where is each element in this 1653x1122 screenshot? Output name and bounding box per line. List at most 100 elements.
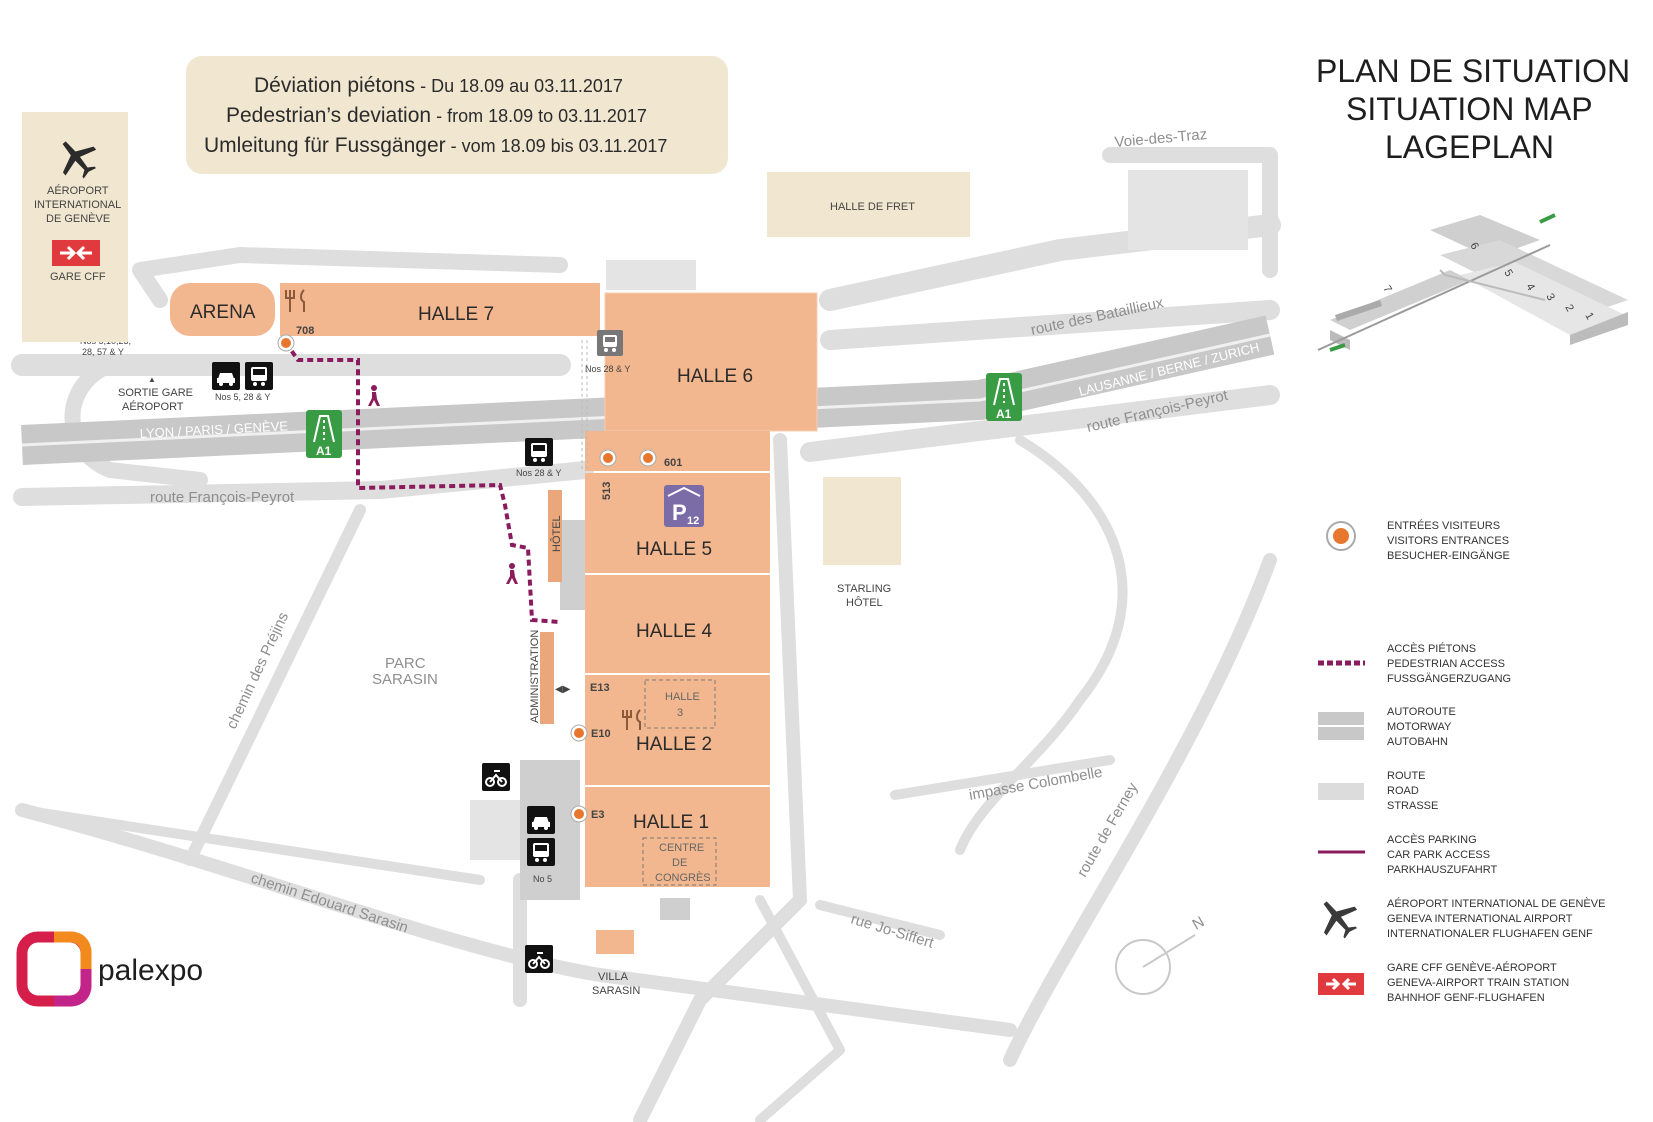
road-diagonal-west xyxy=(17,805,485,885)
banner-line-1: Déviation piétons - Du 18.09 au 03.11.20… xyxy=(254,74,623,97)
label-halle-5: HALLE 5 xyxy=(636,539,712,560)
airport-label-1: AÉROPORT xyxy=(47,184,109,197)
entrance-e10[interactable] xyxy=(570,724,588,742)
bus-nos-3: Nos 28 & Y xyxy=(585,364,630,374)
label-halle-3b: 3 xyxy=(677,707,683,719)
legend-motorway xyxy=(1318,712,1364,740)
road-loop-curve xyxy=(64,357,208,488)
road-bataillieux xyxy=(820,300,1280,350)
label-halle-2: HALLE 2 xyxy=(636,734,712,755)
road-loop-left xyxy=(132,247,568,308)
hotel-building xyxy=(548,490,562,582)
road-label-jo-siffert: rue Jo-Siffert xyxy=(849,911,937,953)
road-peyrot-west xyxy=(13,461,594,506)
road-curve-ne xyxy=(955,435,1128,855)
road-colombelle xyxy=(890,755,1115,800)
legend-2-l2: MOTORWAY xyxy=(1387,721,1452,733)
legend-4-l1: ACCÈS PARKING xyxy=(1387,833,1477,846)
admin-building xyxy=(540,632,554,724)
road-prejins xyxy=(184,504,366,866)
palexpo-logo-icon xyxy=(16,931,92,1007)
sortie-gare-2: AÉROPORT xyxy=(122,400,184,413)
label-halle-7: HALLE 7 xyxy=(418,304,494,325)
legend-road xyxy=(1318,783,1364,800)
legend-2-l1: AUTOROUTE xyxy=(1387,706,1456,718)
label-starling-1: STARLING xyxy=(837,583,891,595)
restaurant-icon xyxy=(622,709,641,730)
legend-entrance-icon xyxy=(1326,521,1356,551)
iso-5: 5 xyxy=(1501,268,1514,279)
legend-5-l3: INTERNATIONALER FLUGHAFEN GENF xyxy=(1387,928,1593,940)
title-en: SITUATION MAP xyxy=(1346,91,1593,127)
entrance-label-601: 601 xyxy=(664,457,682,469)
station-label: GARE CFF xyxy=(50,271,106,283)
bus-nos-4: Nos 28 & Y xyxy=(516,468,561,478)
hall-arena xyxy=(170,283,275,336)
label-cc3: CONGRÈS xyxy=(655,871,711,884)
label-halle-4: HALLE 4 xyxy=(636,621,712,642)
legend-airplane-icon xyxy=(1323,901,1358,939)
legend-6-l2: GENEVA-AIRPORT TRAIN STATION xyxy=(1387,977,1569,989)
legend-sbb-icon xyxy=(1318,973,1364,995)
banner-line-3: Umleitung für Fussgänger - vom 18.09 bis… xyxy=(204,134,667,157)
legend-5-l1: AÉROPORT INTERNATIONAL DE GENÈVE xyxy=(1387,897,1605,910)
airport-label-3: DE GENÈVE xyxy=(46,212,110,225)
legend-1-l1: ACCÈS PIÉTONS xyxy=(1387,642,1476,655)
legend-3-l1: ROUTE xyxy=(1387,770,1426,782)
road-ferney xyxy=(1003,553,1277,1067)
sortie-arrow: ▲ xyxy=(148,375,156,384)
entrance-708[interactable] xyxy=(277,334,295,352)
bus-nos-1b: 28, 57 & Y xyxy=(82,347,124,357)
label-hotel: HÔTEL xyxy=(550,515,563,552)
bus-icon xyxy=(527,838,555,866)
motorbike-icon xyxy=(482,763,510,791)
legend-6-l1: GARE CFF GENÈVE-AÉROPORT xyxy=(1387,961,1557,974)
entrance-label-e13: E13 xyxy=(590,682,610,694)
bus-icon xyxy=(525,438,553,466)
legend-6-l3: BAHNHOF GENF-FLUGHAFEN xyxy=(1387,992,1545,1004)
compass-icon xyxy=(1115,934,1196,995)
label-cc1: CENTRE xyxy=(659,842,704,854)
bus-nos-2: Nos 5, 28 & Y xyxy=(215,392,270,402)
legend-0-l1: ENTRÉES VISITEURS xyxy=(1387,519,1500,532)
bus-nos-5: No 5 xyxy=(533,874,552,884)
restaurant-icon xyxy=(285,289,305,312)
road-south-small xyxy=(755,895,845,1122)
taxi-icon xyxy=(212,362,240,390)
centre-congres-box xyxy=(642,837,717,886)
hall-6-connector xyxy=(585,431,770,471)
legend-1-l3: FUSSGÄNGERZUGANG xyxy=(1387,673,1511,685)
iso-1: 1 xyxy=(1582,311,1595,322)
hall-2 xyxy=(585,675,770,785)
pedestrian-icon xyxy=(506,563,518,584)
legend-0-l3: BESUCHER-EINGÄNGE xyxy=(1387,550,1510,562)
compass-north: N xyxy=(1190,913,1208,933)
entrance-label-708: 708 xyxy=(296,325,314,337)
hall-7 xyxy=(280,283,600,336)
road-label-edouard: chemin Edouard Sarasin xyxy=(249,870,410,937)
label-halle-3a: HALLE xyxy=(665,691,700,703)
villa-sarasin-building xyxy=(596,930,634,954)
road-peyrot-east xyxy=(800,385,1280,462)
pedestrian-route xyxy=(284,341,561,624)
road-label-peyrot-west: route François-Peyrot xyxy=(150,489,295,506)
title-fr: PLAN DE SITUATION xyxy=(1316,53,1630,89)
road-east-hall xyxy=(633,433,807,1122)
label-starling-2: HÔTEL xyxy=(846,596,883,609)
sortie-gare-1: SORTIE GARE xyxy=(118,387,193,399)
entrance-label-e3: E3 xyxy=(591,809,604,821)
entrance-601-b[interactable] xyxy=(639,449,657,467)
label-cc2: DE xyxy=(672,857,687,869)
legend-3-l2: ROAD xyxy=(1387,785,1419,797)
parking-letter: P xyxy=(672,500,687,525)
parking-number: 12 xyxy=(687,515,699,527)
legend-2-l3: AUTOBAHN xyxy=(1387,736,1448,748)
entrance-e3[interactable] xyxy=(570,805,588,823)
entrance-label-513: 513 xyxy=(601,482,613,500)
brand-name: palexpo xyxy=(98,954,203,987)
entrance-601-a[interactable] xyxy=(599,449,617,467)
e13-arrows: ◀▶ xyxy=(555,684,571,695)
pedestrian-icon xyxy=(368,385,380,406)
label-admin: ADMINISTRATION xyxy=(529,630,541,723)
airport-panel xyxy=(22,112,128,342)
